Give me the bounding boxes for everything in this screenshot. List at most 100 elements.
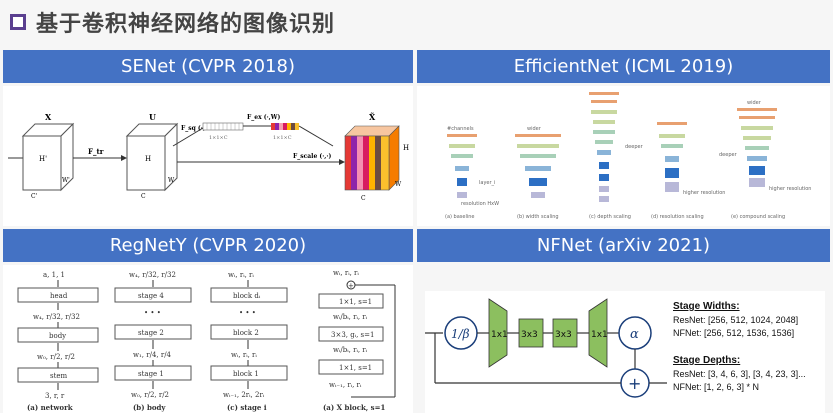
nfnet-panel: 1/β 1x1 3x3 3x3 1x1 α + Stage Widths: Re… xyxy=(417,265,830,413)
slide-title-bar: 基于卷积神经网络的图像识别 xyxy=(0,0,833,44)
efficientnet-panel: #channels layer_i resolution HxW (a) bas… xyxy=(417,86,830,226)
wider-label-e: wider xyxy=(747,100,762,106)
regnety-header: RegNetY (CVPR 2020) xyxy=(3,229,413,262)
network-column: a, 1, 1 head w₄, r/32, r/32 body w₀, r/2… xyxy=(17,271,99,412)
net-bottom-label: 3, r, r xyxy=(45,392,65,400)
body-column: w₄, r/32, r/32 stage 4 • • • stage 2 w₁,… xyxy=(114,271,192,412)
resnet-widths: ResNet: [256, 512, 1024, 2048] xyxy=(673,315,798,325)
stage-top-label: wᵢ, rᵢ, rᵢ xyxy=(228,271,254,279)
stage2-box: stage 2 xyxy=(138,329,164,337)
caption-a: (a) baseline xyxy=(445,214,475,220)
stage-mid-label: wᵢ, rᵢ, rᵢ xyxy=(231,351,257,359)
caption-e: (e) compound scaling xyxy=(731,214,785,220)
conv2-label: 3x3 xyxy=(521,330,538,340)
nfnet-diagram: 1/β 1x1 3x3 3x3 1x1 α + Stage Widths: Re… xyxy=(425,291,825,413)
width-scaling-net xyxy=(515,134,561,198)
xblock-l1: wᵢ/bᵢ, rᵢ, rᵢ xyxy=(333,313,368,321)
depths-title: Stage Depths: xyxy=(673,355,740,366)
c-label-xt: C xyxy=(361,195,366,202)
xblock-bottom-label: wᵢ₋₁, rᵢ, rᵢ xyxy=(329,381,362,389)
deeper-label-e: deeper xyxy=(719,152,738,158)
h-label-xt: H xyxy=(403,144,409,152)
ftr-label: F_tr xyxy=(88,147,104,156)
h-label-u: H xyxy=(145,155,151,163)
x-label: X xyxy=(45,112,52,122)
net-top-label: a, 1, 1 xyxy=(43,271,65,279)
head-box: head xyxy=(50,292,68,300)
stage1-box: stage 1 xyxy=(138,370,164,378)
regnety-diagram: a, 1, 1 head w₄, r/32, r/32 body w₀, r/2… xyxy=(17,269,396,412)
resolution-label: resolution HxW xyxy=(461,201,499,207)
body-mid-label: w₁, r/4, r/4 xyxy=(133,351,172,359)
channels-label: #channels xyxy=(447,126,474,132)
widths-title: Stage Widths: xyxy=(673,301,740,312)
stage-caption: (c) stage i xyxy=(227,403,267,412)
w-label-xt: W xyxy=(395,181,402,188)
net-win-label: w₀, r/2, r/2 xyxy=(37,353,75,361)
body-dots: • • • xyxy=(144,309,161,317)
fscale-label: F_scale (·,·) xyxy=(293,153,331,160)
fsq-label: F_sq (·) xyxy=(181,125,206,132)
efficientnet-header: EfficientNet (ICML 2019) xyxy=(417,50,830,83)
xblock-top-label: wᵢ, rᵢ, rᵢ xyxy=(333,269,359,277)
blockd-box: block dᵢ xyxy=(233,292,261,300)
stem-box: stem xyxy=(50,372,68,380)
efficientnet-diagram: #channels layer_i resolution HxW (a) bas… xyxy=(445,92,811,220)
excitation-vector xyxy=(271,123,299,130)
network-caption: (a) network xyxy=(27,403,73,412)
xtilde-cube xyxy=(344,125,400,191)
fex-label: F_ex (·,W) xyxy=(247,114,280,121)
conv3-block xyxy=(552,318,578,348)
conv2-block xyxy=(518,318,544,348)
net-wout-label: w₄, r/32, r/32 xyxy=(33,313,80,321)
conv3-label: 3x3 xyxy=(555,330,572,340)
conv4-block xyxy=(588,298,608,368)
higher-res-label-d: higher resolution xyxy=(683,190,725,196)
stage-column: wᵢ, rᵢ, rᵢ block dᵢ • • • block 2 wᵢ, rᵢ… xyxy=(210,271,288,412)
vec2-label: 1×1×C xyxy=(273,135,292,141)
higher-res-label-e: higher resolution xyxy=(769,186,811,192)
body-caption: (b) body xyxy=(133,403,166,412)
c-prime-label: C' xyxy=(31,193,38,200)
body-bottom-label: w₀, r/2, r/2 xyxy=(131,391,169,399)
layer-label: layer_i xyxy=(479,180,495,186)
senet-panel: X H' W' C' F_tr U H W C F_sq (·) xyxy=(3,86,413,226)
caption-b: (b) width scaling xyxy=(517,214,559,220)
u-cube xyxy=(125,122,179,192)
conv1-label: 1x1 xyxy=(491,330,508,340)
stage4-box: stage 4 xyxy=(138,292,164,300)
c-label-u: C xyxy=(141,193,146,200)
wider-label-b: wider xyxy=(527,126,542,132)
baseline-net xyxy=(447,134,477,198)
caption-d: (d) resolution scaling xyxy=(651,214,704,220)
nfnet-depths: NFNet: [1, 2, 6, 3] * N xyxy=(673,382,759,392)
caption-c: (c) depth scaling xyxy=(589,214,631,220)
senet-header: SENet (CVPR 2018) xyxy=(3,50,413,83)
stage-bottom-label: wᵢ₋₁, 2rᵢ, 2rᵢ xyxy=(223,391,265,399)
depth-scaling-net xyxy=(589,92,619,202)
resnet-depths: ResNet: [3, 4, 6, 3], [3, 4, 23, 3]... xyxy=(673,369,806,379)
vec1-label: 1×1×C xyxy=(209,135,228,141)
x-cube xyxy=(21,122,75,192)
nfnet-header: NFNet (arXiv 2021) xyxy=(417,229,830,262)
w-prime-label: W' xyxy=(62,177,70,184)
deeper-label-c: deeper xyxy=(625,144,644,150)
senet-diagram: X H' W' C' F_tr U H W C F_sq (·) xyxy=(8,112,409,202)
block2-box: block 2 xyxy=(233,329,259,337)
body-top-label: w₄, r/32, r/32 xyxy=(129,271,176,279)
stage-dots: • • • xyxy=(239,309,256,317)
regnety-panel: a, 1, 1 head w₄, r/32, r/32 body w₀, r/2… xyxy=(3,265,413,413)
xblock-l2: wᵢ/bᵢ, rᵢ, rᵢ xyxy=(333,346,368,354)
h-prime-label: H' xyxy=(39,155,47,163)
conv1-block xyxy=(488,298,508,368)
w-label-u: W xyxy=(168,177,175,184)
beta-label: 1/β xyxy=(451,327,470,341)
resolution-scaling-net xyxy=(657,122,687,192)
block1-box: block 1 xyxy=(233,370,259,378)
xblock-conv3: 3×3, gᵢ, s=1 xyxy=(331,331,374,339)
xblock-conv1: 1×1, s=1 xyxy=(339,298,372,306)
body-box: body xyxy=(49,332,66,340)
conv4-label: 1x1 xyxy=(591,330,608,340)
xblock-column: wᵢ, rᵢ, rᵢ + 1×1, s=1 wᵢ/bᵢ, rᵢ, rᵢ 3×3,… xyxy=(318,269,396,412)
alpha-label: α xyxy=(630,327,639,342)
